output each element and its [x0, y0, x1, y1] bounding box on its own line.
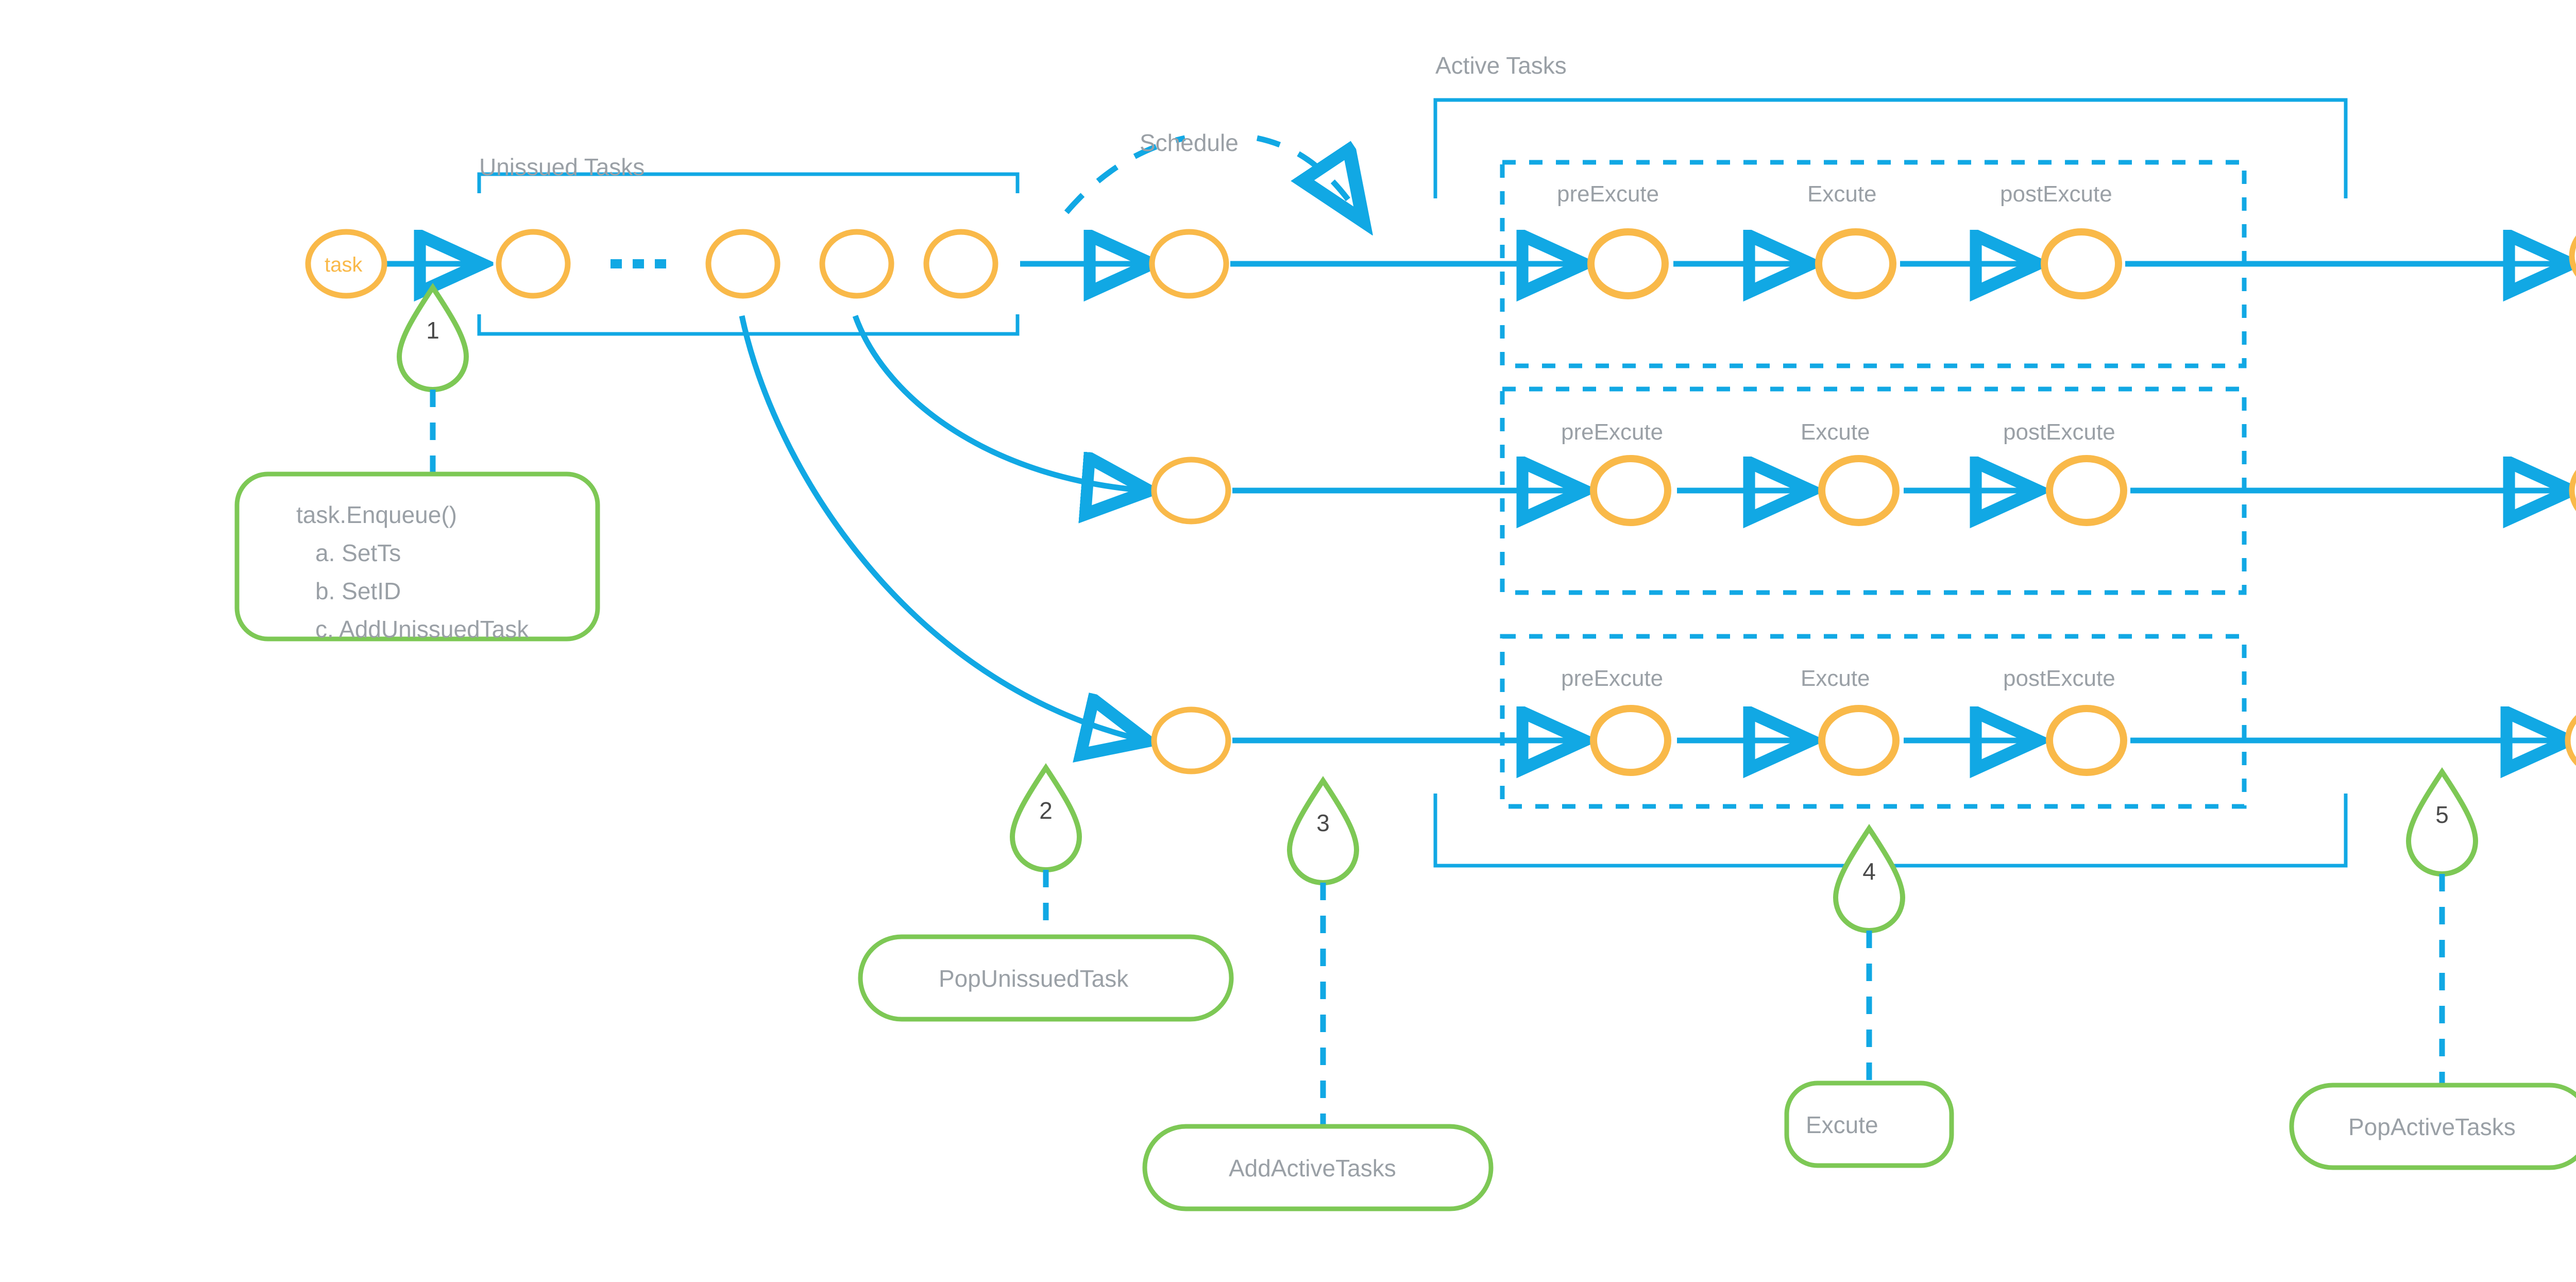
ellipsis-dots — [611, 259, 666, 268]
pin-4-group[interactable] — [1833, 823, 1906, 1085]
row2-post-execute-label: postExcute — [2003, 419, 2115, 445]
row1-execute-label: Excute — [1807, 181, 1877, 207]
pin-1-number: 1 — [426, 317, 439, 344]
callout-enqueue-step-c: c. AddUnissuedTask — [315, 616, 529, 643]
row1-pre-execute-label: preExcute — [1557, 181, 1659, 207]
pin-5-number: 5 — [2435, 801, 2449, 828]
node-row3-exe — [1818, 705, 1900, 776]
row3-execute-label: Excute — [1801, 666, 1870, 691]
node-unissued-1 — [496, 229, 571, 299]
active-tasks-label: Active Tasks — [1435, 52, 1567, 79]
pipeline-row-3 — [739, 315, 2566, 809]
row3-post-execute-label: postExcute — [2003, 666, 2115, 691]
node-row1-exe — [1815, 228, 1896, 299]
pin-3-number: 3 — [1316, 809, 1330, 836]
callout-pop-active-label: PopActiveTasks — [2348, 1114, 2516, 1140]
callout-execute-label: Excute — [1806, 1111, 1878, 1138]
node-row3-end — [2565, 715, 2576, 766]
node-row2-entry — [1151, 457, 1231, 525]
node-row2-post — [2046, 455, 2127, 526]
task-nodes — [305, 228, 2576, 776]
row1-post-execute-label: postExcute — [2000, 181, 2112, 207]
node-row1-entry — [1149, 229, 1229, 299]
pipeline-row-1 — [385, 160, 2568, 368]
pin-2-number: 2 — [1039, 797, 1053, 824]
node-row3-pre — [1590, 705, 1671, 776]
pin-3-group[interactable] — [1286, 775, 1360, 1128]
row2-pre-execute-label: preExcute — [1561, 419, 1664, 445]
node-row1-post — [2041, 228, 2122, 299]
pipeline-row-2 — [852, 315, 2568, 595]
pin-5-group[interactable] — [2405, 767, 2479, 1087]
node-task-label: task — [325, 254, 363, 276]
callout-pop-unissued-box — [858, 934, 1234, 1022]
callout-add-active-label: AddActiveTasks — [1229, 1155, 1396, 1182]
node-row3-post — [2046, 705, 2127, 776]
callout-enqueue-box — [234, 471, 600, 642]
callout-pop-unissued-label: PopUnissuedTask — [939, 965, 1129, 992]
callout-enqueue-step-a: a. SetTs — [315, 539, 401, 566]
node-unissued-3 — [819, 229, 894, 299]
node-row3-entry — [1151, 706, 1231, 774]
pin-1-group[interactable] — [396, 282, 469, 474]
node-task — [305, 229, 387, 299]
node-row2-end — [2569, 469, 2576, 512]
node-unissued-4 — [923, 229, 998, 299]
row2-execute-label: Excute — [1801, 419, 1870, 445]
callout-enqueue-step-b: b. SetID — [315, 578, 401, 604]
pin-4-number: 4 — [1862, 858, 1876, 885]
callout-pop-active-box — [2289, 1083, 2576, 1170]
schedule-dashed-arrows — [1064, 135, 1360, 216]
node-row2-exe — [1818, 455, 1900, 526]
row3-pre-execute-label: preExcute — [1561, 666, 1664, 691]
callout-execute-box — [1784, 1081, 1954, 1168]
node-row1-end — [2569, 235, 2576, 277]
node-row1-pre — [1587, 228, 1669, 299]
callout-enqueue-title: task.Enqueue() — [296, 501, 457, 528]
unissued-tasks-label: Unissued Tasks — [479, 154, 645, 180]
schedule-label: Schedule — [1140, 129, 1239, 156]
pin-2-group[interactable] — [1009, 763, 1082, 938]
node-row2-pre — [1590, 455, 1671, 526]
node-unissued-2 — [705, 229, 781, 299]
callout-add-active-box — [1142, 1124, 1494, 1211]
